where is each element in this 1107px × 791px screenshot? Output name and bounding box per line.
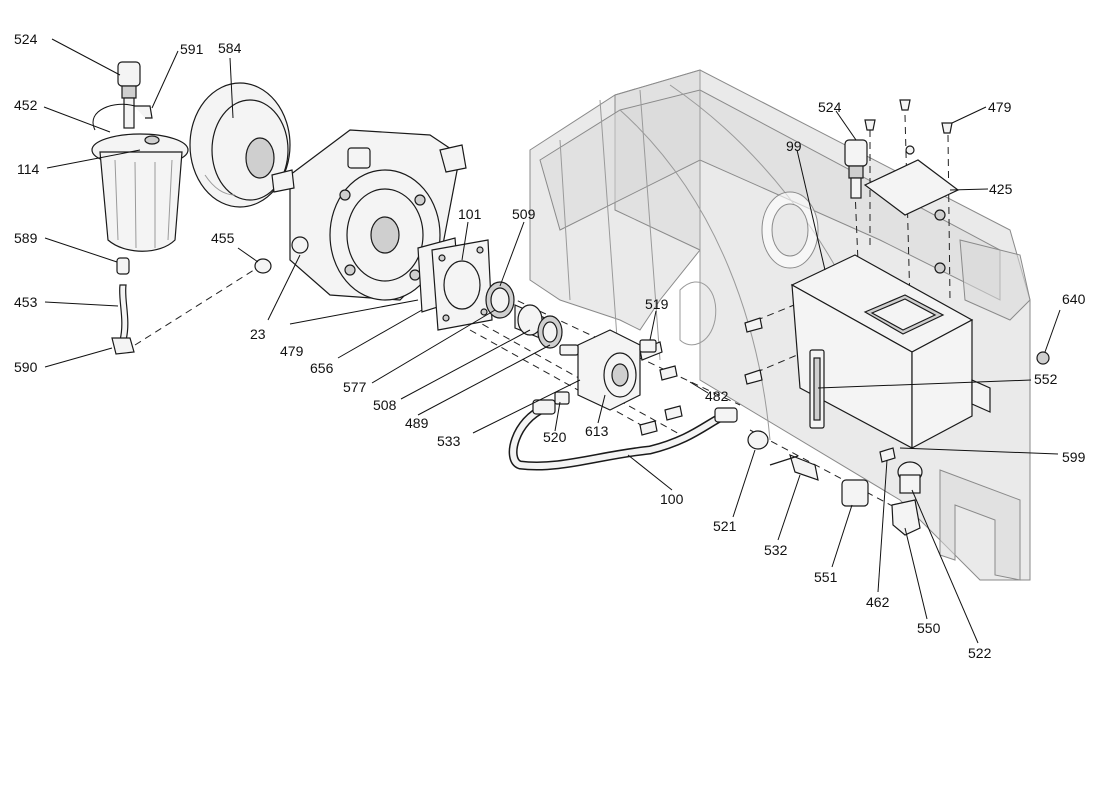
callout-599: 599 (1062, 449, 1086, 465)
callout-509: 509 (512, 206, 536, 222)
oil-tank (790, 254, 991, 450)
callout-584: 584 (218, 40, 242, 56)
pulley (189, 82, 291, 208)
seal-ring (254, 258, 272, 274)
callout-99: 99 (786, 138, 802, 154)
callout-550: 550 (917, 620, 941, 636)
fittings (554, 339, 923, 536)
hydraulic-pump (559, 329, 663, 411)
bolts (639, 99, 1050, 463)
filter-assembly (91, 61, 189, 355)
callout-589: 589 (14, 230, 38, 246)
coupling-gears (485, 281, 563, 349)
callout-508: 508 (373, 397, 397, 413)
callout-519: 519 (645, 296, 669, 312)
callout-522: 522 (968, 645, 992, 661)
callout-551: 551 (814, 569, 838, 585)
callout-101: 101 (458, 206, 482, 222)
callout-100: 100 (660, 491, 684, 507)
callout-640: 640 (1062, 291, 1086, 307)
callout-482: 482 (705, 388, 729, 404)
callout-533: 533 (437, 433, 461, 449)
callout-425: 425 (989, 181, 1013, 197)
callout-453: 453 (14, 294, 38, 310)
callout-577: 577 (343, 379, 367, 395)
callout-524: 524 (14, 31, 38, 47)
callout-452: 452 (14, 97, 38, 113)
callout-489: 489 (405, 415, 429, 431)
callout-114: 114 (17, 161, 40, 177)
callout-613: 613 (585, 423, 609, 439)
hydraulic-hose (508, 399, 738, 471)
callout-524: 524 (818, 99, 842, 115)
callout-521: 521 (713, 518, 737, 534)
callout-23: 23 (250, 326, 266, 342)
callout-462: 462 (866, 594, 890, 610)
leader-lines (43, 38, 1061, 644)
callout-656: 656 (310, 360, 334, 376)
callout-479: 479 (280, 343, 304, 359)
callout-532: 532 (764, 542, 788, 558)
callout-591: 591 (180, 41, 204, 57)
callout-455: 455 (211, 230, 235, 246)
callout-520: 520 (543, 429, 567, 445)
callout-479: 479 (988, 99, 1012, 115)
callout-552: 552 (1034, 371, 1058, 387)
callout-labels: 524 591 584 452 114 589 453 590 455 23 4… (14, 31, 1086, 661)
callout-590: 590 (14, 359, 38, 375)
adapter-plate (417, 237, 493, 331)
pump-housing (271, 129, 467, 301)
